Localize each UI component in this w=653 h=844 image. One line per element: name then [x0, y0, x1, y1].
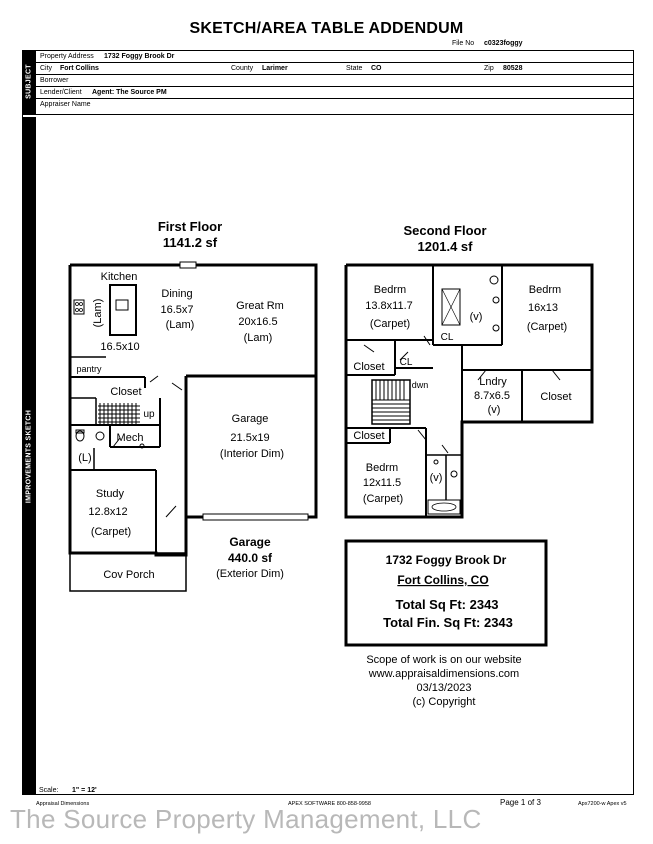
room-bedrm1-material: (Carpet) [370, 318, 410, 330]
room-laundry-label-2: Lndry [479, 376, 507, 388]
room-dining-dim: 16.5x7 [160, 304, 193, 316]
scale-value: 1" = 12' [72, 787, 97, 794]
property-address-row: Property Address 1732 Foggy Brook Dr [36, 51, 634, 63]
room-garage-label: Garage [232, 413, 269, 425]
summary-city: Fort Collins, CO [397, 573, 488, 587]
first-floor-title: First Floor [158, 219, 222, 234]
garage-exterior-note: (Exterior Dim) [216, 568, 284, 580]
garage-title: Garage [229, 535, 271, 549]
borrower-label: Borrower [40, 77, 69, 84]
room-dining-label: Dining [161, 288, 192, 300]
room-garage-dim: 21.5x19 [230, 432, 269, 444]
property-address-value: 1732 Foggy Brook Dr [104, 53, 175, 60]
room-great-rm-dim: 20x16.5 [238, 316, 277, 328]
subject-sidebar: SUBJECT [22, 50, 36, 115]
room-kitchen-material: (Lam) [92, 299, 104, 328]
room-study-label: Study [96, 488, 125, 500]
scope-note: Scope of work is on our website [366, 654, 521, 666]
room-laundry-label: (L) [78, 452, 91, 464]
garage-door [202, 513, 309, 521]
second-floor-plan [344, 263, 594, 519]
room-bedrm2-label: Bedrm [529, 284, 561, 296]
room-cov-porch-label: Cov Porch [103, 569, 154, 581]
room-bedrm3-dim: 12x11.5 [363, 477, 401, 489]
summary-box [344, 539, 548, 647]
website-note: www.appraisaldimensions.com [368, 668, 519, 680]
first-floor-stairs [98, 403, 140, 424]
city-value: Fort Collins [60, 65, 99, 72]
room-mech-label: Mech [117, 432, 144, 444]
second-floor-title: Second Floor [403, 223, 486, 238]
room-bedrm2-material: (Carpet) [527, 321, 567, 333]
state-value: CO [371, 65, 382, 72]
footer-left: Appraisal Dimensions [36, 801, 90, 807]
zip-value: 80528 [503, 65, 523, 72]
room-bedrm3-label: Bedrm [366, 462, 398, 474]
first-floor-area: 1141.2 sf [163, 235, 218, 250]
lender-value: Agent: The Source PM [92, 89, 167, 96]
improvements-sidebar: IMPROVEMENTS SKETCH [22, 117, 36, 795]
room-bedrm3-material: (Carpet) [363, 493, 403, 505]
summary-address: 1732 Foggy Brook Dr [386, 553, 507, 567]
page-title: SKETCH/AREA TABLE ADDENDUM [189, 20, 464, 37]
second-floor-stairs [371, 379, 411, 425]
room-kitchen-label: Kitchen [101, 271, 138, 283]
summary-total-fin-sqft: Total Fin. Sq Ft: 2343 [383, 615, 513, 630]
footer-right: Apx7200-w Apex v5 [578, 801, 627, 807]
garage-area: 440.0 sf [228, 551, 273, 565]
file-no-label: File No [452, 40, 475, 47]
footer-center: APEX SOFTWARE 800-858-9958 [288, 801, 371, 807]
closet-cl1-label: CL [441, 332, 454, 343]
stairs-up-label: up [143, 409, 155, 420]
room-laundry-dim: 8.7x6.5 [474, 390, 510, 402]
room-bedrm2-dim: 16x13 [528, 302, 558, 314]
room-great-rm-material: (Lam) [244, 332, 273, 344]
room-great-rm-label: Great Rm [236, 300, 284, 312]
bath1-vanity-label: (v) [470, 311, 483, 323]
date-note: 03/13/2023 [416, 682, 471, 694]
zip-label: Zip [484, 65, 494, 72]
room-study-dim: 12.8x12 [88, 506, 127, 518]
county-label: County [231, 65, 254, 72]
city-label: City [40, 65, 53, 72]
room-study-material: (Carpet) [91, 526, 131, 538]
footer-page: Page 1 of 3 [500, 798, 541, 807]
state-label: State [346, 65, 363, 72]
stairs-down-label: dwn [412, 380, 429, 390]
room-closet2-label: Closet [540, 391, 571, 403]
appraiser-row: Appraiser Name [36, 99, 634, 115]
borrower-row: Borrower [36, 75, 634, 87]
county-value: Larimer [262, 65, 288, 72]
property-address-label: Property Address [40, 53, 94, 60]
lender-row: Lender/Client Agent: The Source PM [36, 87, 634, 99]
room-closet-label: Closet [110, 386, 141, 398]
room-pantry-label: pantry [76, 364, 102, 374]
lender-label: Lender/Client [40, 89, 82, 96]
room-closet1-label: Closet [353, 361, 384, 373]
appraiser-label: Appraiser Name [40, 101, 91, 108]
kitchen-island [109, 284, 137, 336]
city-row: City Fort Collins County Larimer State C… [36, 63, 634, 75]
room-kitchen-dim: 16.5x10 [100, 341, 139, 353]
closet-cl2-label: CL [400, 357, 413, 368]
summary-total-sqft: Total Sq Ft: 2343 [395, 597, 498, 612]
scale-label: Scale: [39, 787, 59, 794]
room-bedrm1-label: Bedrm [374, 284, 406, 296]
copyright-note: (c) Copyright [413, 696, 476, 708]
laundry-vanity-label: (v) [488, 404, 501, 416]
second-floor-area: 1201.4 sf [418, 239, 474, 254]
room-dining-material: (Lam) [166, 319, 195, 331]
room-bedrm1-dim: 13.8x11.7 [365, 300, 413, 312]
bath3-vanity-label: (v) [430, 472, 443, 484]
watermark: The Source Property Management, LLC [10, 804, 482, 834]
cov-porch-outline [69, 552, 187, 592]
file-no-value: c0323foggy [484, 40, 523, 47]
room-closet3-label: Closet [353, 430, 384, 442]
room-garage-note: (Interior Dim) [220, 448, 284, 460]
